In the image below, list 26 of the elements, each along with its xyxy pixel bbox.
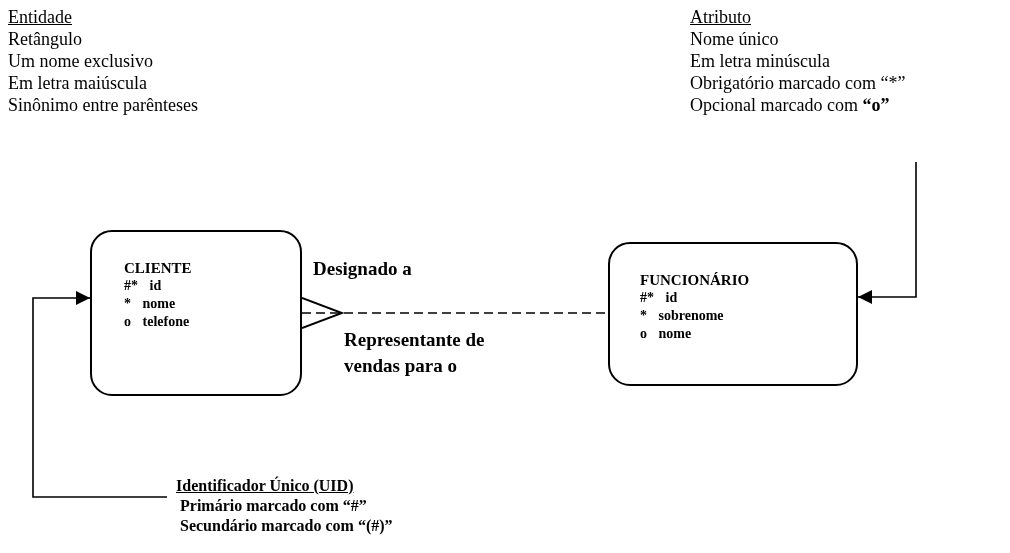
entity-box — [90, 230, 302, 396]
note-heading: Entidade — [8, 6, 72, 28]
entity-name: FUNCIONÁRIO — [640, 271, 751, 289]
entity-box — [608, 242, 858, 386]
note-line: Um nome exclusivo — [8, 50, 153, 72]
attribute-line: #* id — [124, 277, 163, 295]
relationship-label: Representante de vendas para o — [344, 328, 486, 378]
attribute-line: o telefone — [124, 313, 191, 331]
note-line: Em letra minúscula — [690, 50, 831, 72]
entity-name: CLIENTE — [124, 259, 193, 277]
note-line: Primário marcado com “#” — [179, 496, 368, 516]
note-line: Sinônimo entre parênteses — [8, 94, 198, 116]
attribute-line: #* id — [640, 289, 679, 307]
note-heading: Atributo — [690, 6, 752, 28]
note-line: Opcional marcado com “o” — [690, 94, 891, 116]
note-line: Obrigatório marcado com “*” — [690, 72, 907, 94]
leader-arrow — [32, 291, 168, 498]
note-line: Retângulo — [8, 28, 82, 50]
note-line: Em letra maiúscula — [8, 72, 147, 94]
leader-arrow — [857, 161, 917, 304]
attribute-line: o nome — [640, 325, 693, 343]
attribute-line: * sobrenome — [640, 307, 725, 325]
note-line: Secundário marcado com “(#)” — [179, 516, 394, 536]
note-heading: Identificador Único (UID) — [176, 476, 355, 496]
note-line: Nome único — [690, 28, 780, 50]
attribute-line: * nome — [124, 295, 177, 313]
